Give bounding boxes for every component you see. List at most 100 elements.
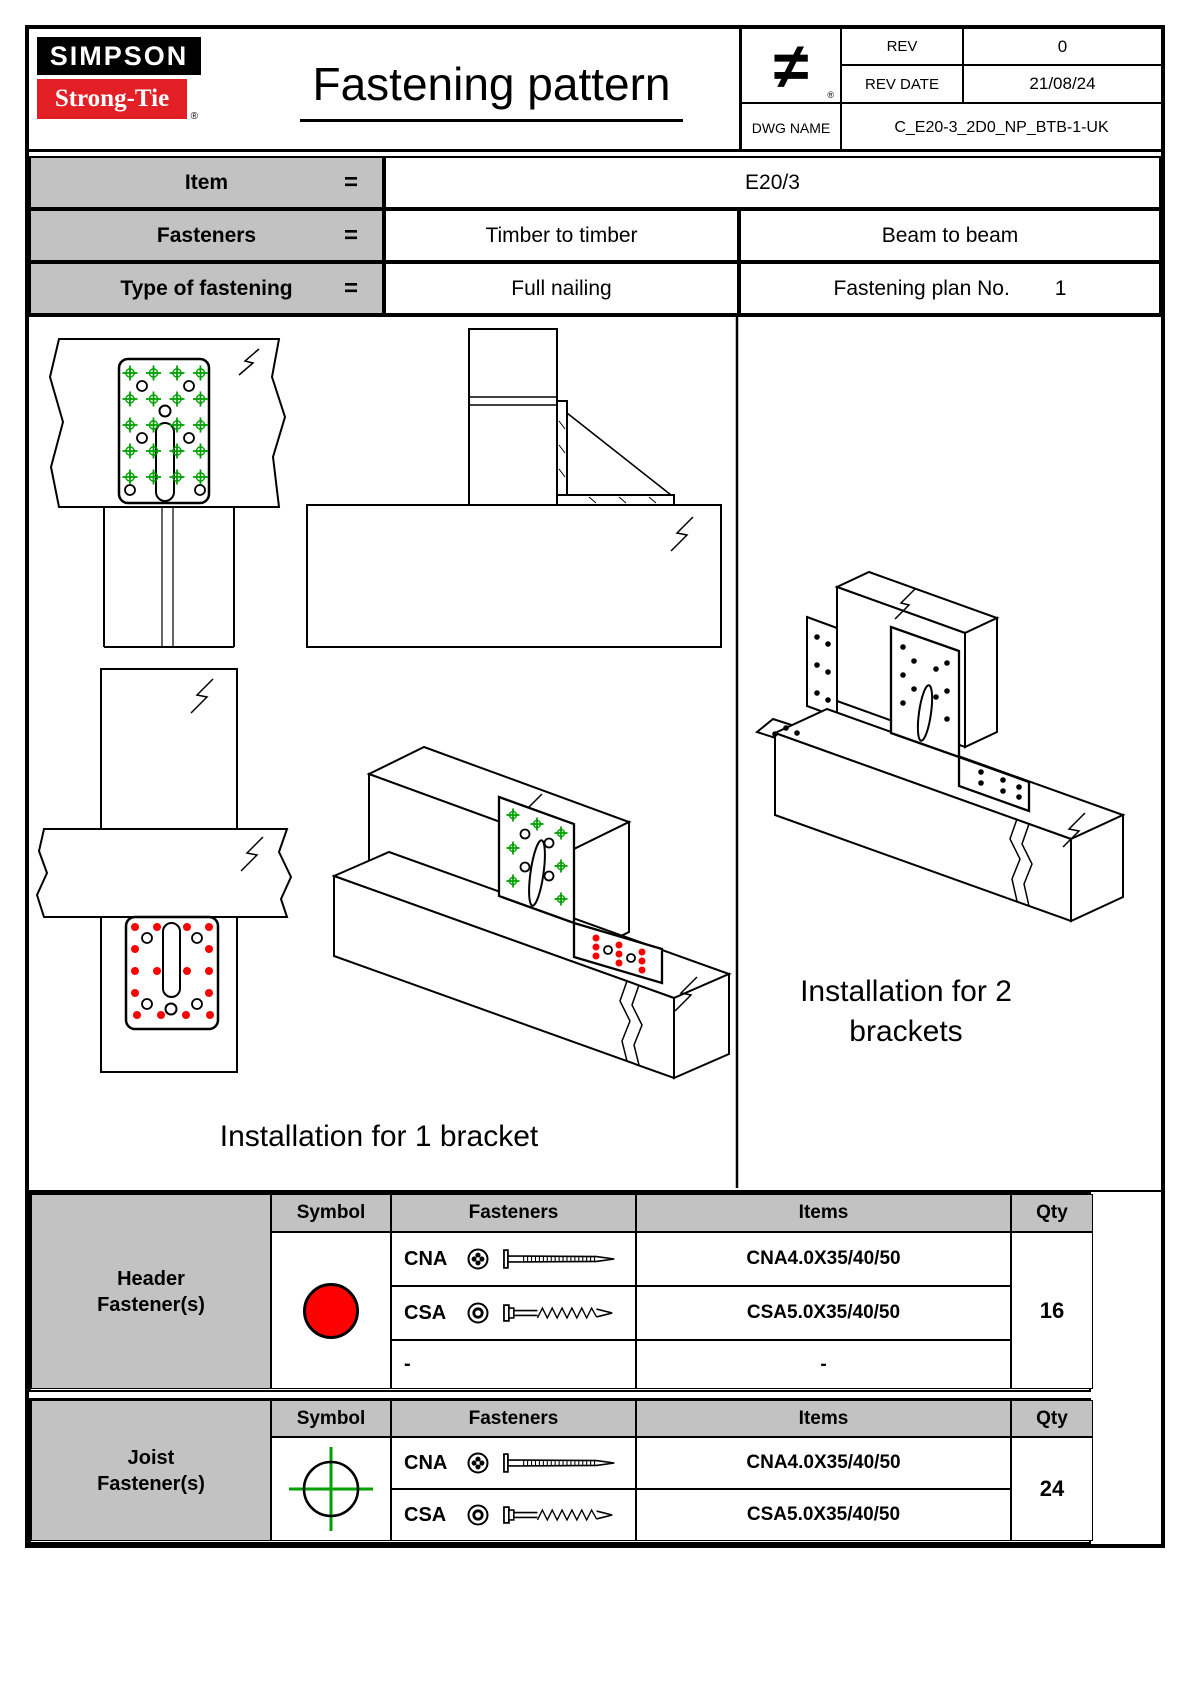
plate-holes <box>124 380 206 496</box>
type-of-fastening-value: Full nailing <box>511 276 612 300</box>
cna-head-icon <box>467 1452 489 1474</box>
ring-nail-drawing <box>503 1453 616 1473</box>
plate-rib-slot <box>155 422 175 502</box>
col-header-symbol: Symbol <box>271 1194 391 1232</box>
plate-rib <box>528 839 546 907</box>
type-of-fastening-label: Type of fastening <box>120 276 293 300</box>
item-cna: CNA4.0X35/40/50 <box>636 1437 1011 1489</box>
dwg-name-label: DWG NAME <box>751 120 831 136</box>
fastener-row-cna: CNA <box>391 1437 636 1489</box>
screw-drawing <box>503 1506 614 1524</box>
not-equal-brand-mark: ≠ <box>773 29 809 102</box>
fastener-row-csa: CSA <box>391 1489 636 1541</box>
break-mark <box>670 516 694 552</box>
near-bracket-flange <box>957 755 1031 813</box>
timber-break <box>1021 823 1033 907</box>
fastener-row-cna: CNA <box>391 1232 636 1286</box>
header-fastener-symbols <box>592 934 646 974</box>
header-qty-cell: 16 <box>1011 1232 1093 1389</box>
plate-holes <box>141 932 203 1010</box>
bracket-horizontal-flange-side <box>556 494 675 506</box>
brand-symbol-box: ≠ ® <box>739 29 842 104</box>
item-csa: CSA5.0X35/40/50 <box>636 1286 1011 1340</box>
rev-date-value-cell: 21/08/24 <box>964 66 1161 104</box>
fasteners-value-right-cell: Beam to beam <box>739 209 1161 262</box>
fastener-row-dash: - <box>391 1340 636 1389</box>
joist-fastener-symbols <box>122 365 208 485</box>
spec-row-type: Type of fastening = Full nailing Fasteni… <box>29 262 1161 315</box>
csa-head-icon <box>467 1302 489 1324</box>
plate-holes <box>519 828 555 882</box>
header-fastener-symbols <box>131 923 214 1019</box>
iso-two-brackets-drawing <box>754 570 1126 923</box>
technical-drawings <box>35 317 1126 1188</box>
logo-registered-mark: ® <box>190 111 198 122</box>
iso-one-bracket-drawing <box>331 745 732 1080</box>
spec-row-fasteners: Fasteners = Timber to timber Beam to bea… <box>29 209 1161 262</box>
fastening-plan-number: 1 <box>1054 276 1067 300</box>
item-label: Item <box>184 170 229 194</box>
side-view-drawing <box>306 328 722 648</box>
col-header-qty: Qty <box>1011 1194 1093 1232</box>
dwg-name-value-cell: C_E20-3_2D0_NP_BTB-1-UK <box>842 104 1161 152</box>
col-joist-symbol: Symbol <box>271 1400 391 1437</box>
item-value: E20/3 <box>745 170 800 194</box>
drawing-sheet: SIMPSON Strong-Tie ® Fastening pattern ≠… <box>25 25 1165 1548</box>
break-mark <box>894 588 916 620</box>
header-symbol-cell <box>271 1232 391 1389</box>
far-bracket-plate <box>806 615 838 719</box>
caption-one-bracket: Installation for 1 bracket <box>219 1120 539 1153</box>
logo-simpson: SIMPSON <box>37 37 201 75</box>
joist-qty-cell: 24 <box>1011 1437 1093 1541</box>
break-mark <box>190 678 214 714</box>
type-value-cell: Full nailing <box>384 262 739 315</box>
dwg-name-value: C_E20-3_2D0_NP_BTB-1-UK <box>894 119 1109 136</box>
rev-value: 0 <box>1057 36 1068 56</box>
rev-label-cell: REV <box>842 29 964 66</box>
cna-head-icon <box>467 1248 489 1270</box>
header-fastener-table: Header Fastener(s) Symbol Fasteners Item… <box>29 1192 1093 1392</box>
spec-row-item: Item = E20/3 <box>29 156 1161 209</box>
fastening-plan-cell: Fastening plan No. 1 <box>739 262 1161 315</box>
break-mark <box>240 836 264 872</box>
equals-sign: = <box>343 221 358 249</box>
break-mark <box>674 976 698 1012</box>
joist-symbol-cell <box>271 1437 391 1541</box>
front-view-drawing <box>48 338 287 648</box>
header-fastener-group-label: Header Fastener(s) <box>31 1194 271 1389</box>
item-cna: CNA4.0X35/40/50 <box>636 1232 1011 1286</box>
fasteners-value-right: Beam to beam <box>881 223 1019 247</box>
item-dash: - <box>636 1340 1011 1389</box>
drawing-panel: Installation for 1 bracket Installation … <box>29 315 1161 1192</box>
rev-date-label-cell: REV DATE <box>842 66 964 104</box>
fasteners-label: Fasteners <box>156 223 257 247</box>
break-mark <box>238 348 260 376</box>
fastener-row-csa: CSA <box>391 1286 636 1340</box>
col-joist-qty: Qty <box>1011 1400 1093 1437</box>
col-joist-items: Items <box>636 1400 1011 1437</box>
caption-two-brackets: Installation for 2 brackets <box>800 975 1012 1048</box>
joist-fastener-table: Joist Fastener(s) Symbol Fasteners Items… <box>29 1398 1093 1544</box>
bottom-view-drawing <box>35 668 293 1073</box>
break-mark <box>1062 812 1086 848</box>
item-csa: CSA5.0X35/40/50 <box>636 1489 1011 1541</box>
simpson-strongtie-logo: SIMPSON Strong-Tie ® <box>37 37 201 122</box>
page-title: Fastening pattern <box>300 57 683 122</box>
flange-holes <box>603 945 636 963</box>
fasteners-label-cell: Fasteners = <box>29 209 384 262</box>
timber-break <box>1009 818 1021 902</box>
title-block: SIMPSON Strong-Tie ® Fastening pattern ≠… <box>29 29 1161 152</box>
plate-rib-slot <box>162 922 181 998</box>
rev-date-value: 21/08/24 <box>1029 74 1096 93</box>
fastening-plan-label: Fastening plan No. <box>833 276 1010 300</box>
rev-date-label: REV DATE <box>865 75 939 93</box>
fasteners-value-left-cell: Timber to timber <box>384 209 739 262</box>
item-value-cell: E20/3 <box>384 156 1161 209</box>
joist-fastener-symbols <box>506 808 568 906</box>
dwg-name-label-cell: DWG NAME <box>739 104 842 152</box>
rev-label: REV <box>886 38 918 55</box>
col-header-fasteners: Fasteners <box>391 1194 636 1232</box>
joist-fastener-group-label: Joist Fastener(s) <box>31 1400 271 1541</box>
timber-break <box>619 980 631 1062</box>
item-label-cell: Item = <box>29 156 384 209</box>
